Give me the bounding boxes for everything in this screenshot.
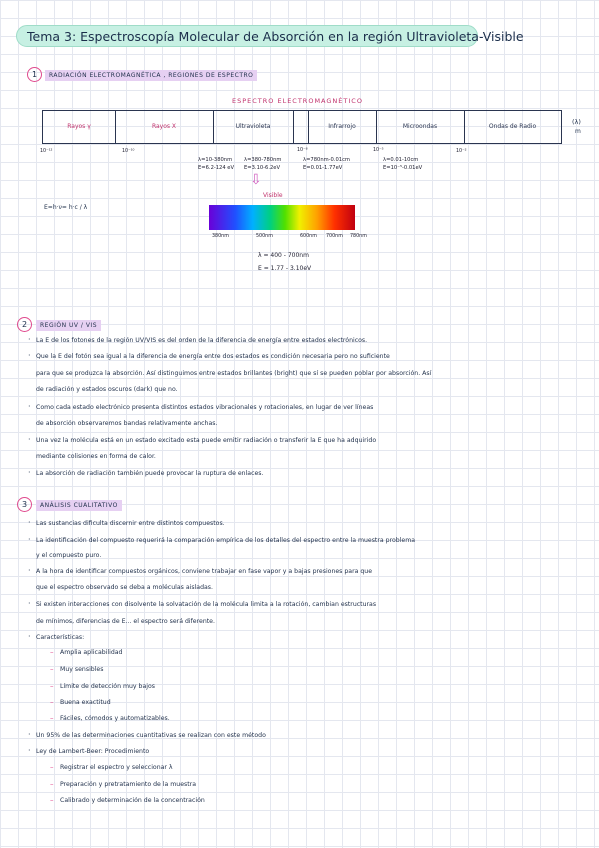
qualitative-line: y el compuesto puro. (36, 552, 102, 559)
visible-label: Visible (263, 192, 283, 199)
wavelength-unit: m (575, 128, 581, 135)
bullet-icon: · (28, 535, 31, 544)
qualitative-line: A la hora de identificar compuestos orgá… (36, 568, 373, 575)
wavelength-tick: 500nm (256, 234, 273, 239)
wavelength-tick: 700nm (326, 234, 343, 239)
dash-icon: – (50, 682, 54, 690)
bullet-icon: · (28, 730, 31, 739)
region-uv: Ultravioleta (213, 111, 294, 143)
section-heading-1: RADIACIÓN ELECTROMAGNÉTICA , REGIONES DE… (45, 70, 258, 81)
uv-energy: E=6.2-124 eV (198, 165, 235, 171)
feature-item: Amplia aplicabilidad (60, 649, 123, 656)
bullet-icon: · (28, 518, 31, 527)
section-heading-3: ANÁLISIS CUALITATIVO (36, 500, 122, 511)
visible-energy: E = 1.77 - 3.10eV (258, 265, 312, 272)
uv-range: λ=10-380nm (198, 157, 233, 163)
uvvis-line: mediante colisiones en forma de calor. (36, 453, 156, 460)
region-gamma: Rayos γ (43, 111, 116, 143)
uvvis-line: para que se produzca la absorción. Así d… (36, 370, 432, 377)
uvvis-line: de absorción observaremos bandas relativ… (36, 420, 218, 427)
qualitative-line: que el espectro observado se deba a molé… (36, 584, 213, 591)
spectrum-bar: Rayos γ Rayos X Ultravioleta Infrarrojo … (42, 110, 562, 144)
wavelength-tick: 780nm (350, 234, 367, 239)
down-arrow-icon: ⇩ (250, 172, 262, 188)
procedure-step: Preparación y pretratamiento de la muest… (60, 781, 197, 788)
section-number-3: 3 (17, 497, 32, 512)
scale-label: 10⁻⁵ (373, 148, 384, 153)
qualitative-line: de mínimos, diferencias de E... el espec… (36, 618, 215, 625)
section-number-2: 2 (17, 317, 32, 332)
region-radio: Ondas de Radio (488, 123, 537, 130)
wavelength-note: (λ) (572, 118, 581, 126)
feature-item: Fáciles, cómodos y automatizables. (60, 715, 170, 722)
microwave-range: λ=0.01-10cm (383, 157, 419, 163)
dash-icon: – (50, 780, 54, 788)
qualitative-line: Ley de Lambert-Beer: Procedimiento (36, 748, 150, 755)
bullet-icon: · (28, 599, 31, 608)
bullet-icon: · (28, 746, 31, 755)
region-microwave: Microondas (376, 111, 465, 143)
wavelength-tick: 600nm (300, 234, 317, 239)
dash-icon: – (50, 796, 54, 804)
dash-icon: – (50, 698, 54, 706)
energy-formula: E=h·ν= h·c / λ (44, 204, 88, 211)
dash-icon: – (50, 648, 54, 656)
uvvis-line: Como cada estado electrónico presenta di… (36, 404, 374, 411)
visible-energy-top: E=3.10-6.2eV (244, 165, 281, 171)
visible-range-top: λ=380-780nm (244, 157, 282, 163)
feature-item: Buena exactitud (60, 699, 111, 706)
spectrum-title: ESPECTRO ELECTROMAGNÉTICO (232, 97, 363, 105)
qualitative-line: La identificación del compuesto requerir… (36, 537, 416, 544)
feature-item: Límite de detección muy bajos (60, 683, 156, 690)
bullet-icon: · (28, 335, 31, 344)
bullet-icon: · (28, 632, 31, 641)
dash-icon: – (50, 763, 54, 771)
bullet-icon: · (28, 351, 31, 360)
procedure-step: Calibrado y determinación de la concentr… (60, 797, 205, 804)
visible-spectrum-gradient (209, 205, 355, 230)
qualitative-line: Las sustancias dificulta discernir entre… (36, 520, 225, 527)
bullet-icon: · (28, 435, 31, 444)
scale-label: 10⁻⁸ (297, 148, 308, 153)
dash-icon: – (50, 714, 54, 722)
feature-item: Muy sensibles (60, 666, 104, 673)
uvvis-line: La absorción de radiación también puede … (36, 470, 264, 477)
procedure-step: Registrar el espectro y seleccionar λ (60, 764, 173, 771)
bullet-icon: · (28, 402, 31, 411)
bullet-icon: · (28, 468, 31, 477)
uvvis-line: Que la E del fotón sea igual a la difere… (36, 353, 390, 360)
bullet-icon: · (28, 566, 31, 575)
ir-range: λ=780nm-0.01cm (303, 157, 350, 163)
qualitative-line: Si existen interacciones con disolvente … (36, 601, 377, 608)
region-xray: Rayos X (115, 111, 214, 143)
uvvis-line: de radiación y estados oscuros (dark) qu… (36, 386, 178, 393)
microwave-energy: E=10⁻⁵-0.01eV (383, 165, 423, 171)
page-title: Tema 3: Espectroscopía Molecular de Abso… (16, 25, 524, 47)
section-number-1: 1 (27, 67, 42, 82)
scale-label: 10⁻¹⁰ (122, 149, 135, 154)
section-heading-2: REGIÓN UV / VIS (36, 320, 102, 331)
wavelength-tick: 380nm (212, 234, 229, 239)
region-ir: Infrarrojo (308, 111, 377, 143)
uvvis-line: Una vez la molécula está en un estado ex… (36, 437, 377, 444)
scale-label: 10⁻² (456, 149, 467, 154)
scale-label: 10⁻¹² (40, 149, 53, 154)
dash-icon: – (50, 665, 54, 673)
ir-energy: E=0.01-1.77eV (303, 165, 343, 171)
qualitative-line: Características: (36, 634, 85, 641)
visible-range: λ = 400 - 700nm (258, 252, 309, 259)
uvvis-line: La E de los fotones de la región UV/VIS … (36, 337, 368, 344)
region-visible-slot (293, 111, 309, 143)
qualitative-line: Un 95% de las determinaciones cuantitati… (36, 732, 266, 739)
